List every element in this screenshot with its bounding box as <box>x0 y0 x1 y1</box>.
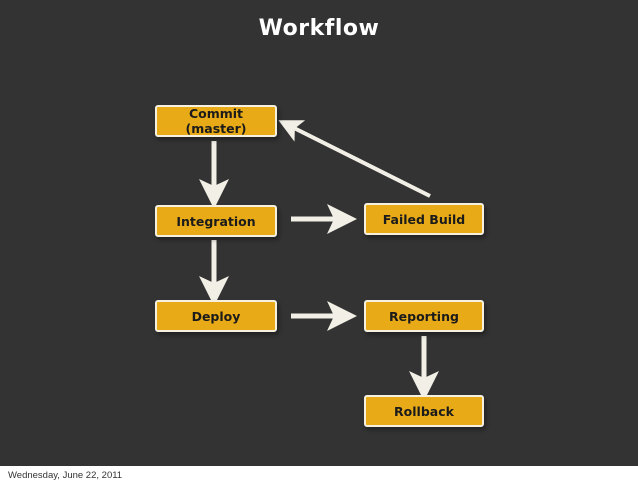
node-integration-label: Integration <box>176 213 256 229</box>
node-failed-build-label: Failed Build <box>382 211 466 227</box>
node-reporting-label: Reporting <box>389 308 459 324</box>
node-commit-label: Commit (master) <box>185 106 247 136</box>
page-title: Workflow <box>258 16 380 41</box>
node-deploy-label: Deploy <box>191 308 241 324</box>
node-deploy[interactable]: Deploy <box>155 300 277 332</box>
arrow-failed-build-to-commit <box>278 120 431 198</box>
node-rollback[interactable]: Rollback <box>364 395 484 427</box>
node-integration[interactable]: Integration <box>155 205 277 237</box>
arrow-layer <box>199 120 439 401</box>
slide-canvas: Workflow Commit (master) Integration Dep… <box>0 0 638 466</box>
footer-date: Wednesday, June 22, 2011 <box>8 470 123 481</box>
node-reporting[interactable]: Reporting <box>364 300 484 332</box>
node-failed-build[interactable]: Failed Build <box>364 203 484 235</box>
node-rollback-label: Rollback <box>394 403 454 419</box>
node-commit[interactable]: Commit (master) <box>155 105 277 137</box>
